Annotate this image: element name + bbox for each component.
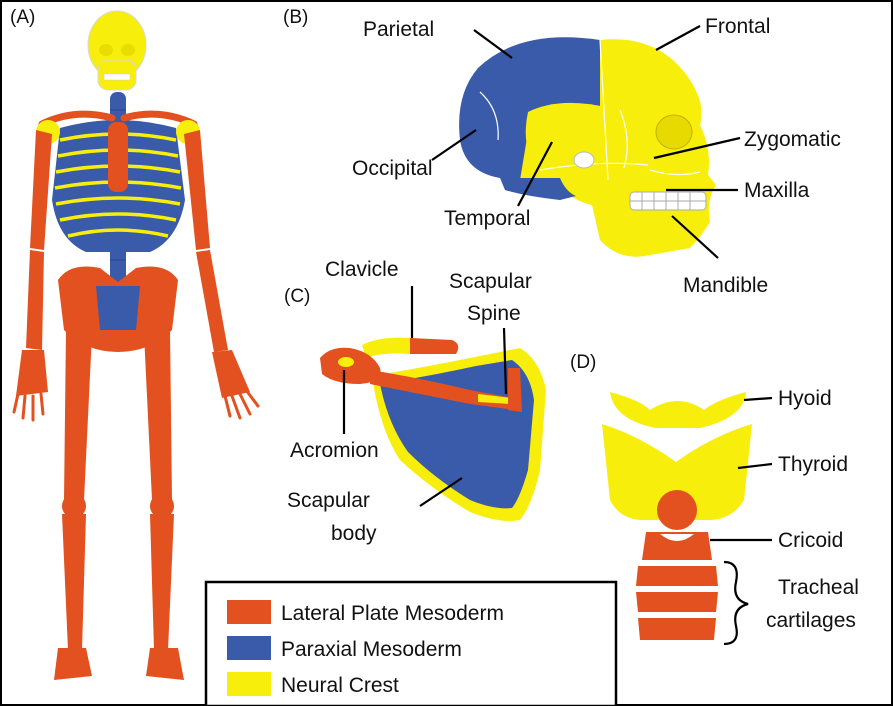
skeleton-sternum bbox=[108, 122, 128, 192]
label-scapular-spine-line1: Scapular bbox=[449, 270, 532, 293]
legend-label-paraxial: Paraxial Mesoderm bbox=[281, 638, 462, 661]
label-temporal: Temporal bbox=[444, 207, 530, 230]
tracheal-rings bbox=[636, 566, 718, 640]
larynx-diagram bbox=[602, 392, 752, 640]
label-tracheal-line1: Tracheal bbox=[778, 576, 859, 599]
legend-swatch-lateral-plate bbox=[227, 600, 271, 624]
skeleton-figure bbox=[14, 11, 258, 680]
panel-label-d: (D) bbox=[570, 352, 596, 373]
panel-label-a: (A) bbox=[10, 7, 35, 28]
legend: Lateral Plate Mesoderm Paraxial Mesoderm… bbox=[206, 582, 616, 706]
legend-swatch-paraxial bbox=[227, 636, 271, 660]
skeleton-legs bbox=[54, 330, 184, 680]
label-occipital: Occipital bbox=[352, 157, 433, 180]
panel-label-c: (C) bbox=[284, 286, 310, 307]
label-hyoid: Hyoid bbox=[778, 387, 832, 410]
legend-label-neural-crest: Neural Crest bbox=[281, 674, 399, 697]
label-thyroid: Thyroid bbox=[778, 453, 848, 476]
label-parietal: Parietal bbox=[363, 18, 434, 41]
label-clavicle: Clavicle bbox=[325, 258, 399, 281]
label-tracheal-line2: cartilages bbox=[766, 609, 856, 632]
legend-label-lateral-plate: Lateral Plate Mesoderm bbox=[281, 602, 504, 625]
label-cricoid: Cricoid bbox=[778, 529, 843, 552]
skeleton-skull bbox=[88, 11, 146, 90]
hyoid-bone bbox=[610, 392, 746, 428]
panel-label-b: (B) bbox=[283, 7, 308, 28]
label-acromion: Acromion bbox=[290, 439, 379, 462]
legend-swatch-neural-crest bbox=[227, 672, 271, 696]
label-scapular-body-line1: Scapular bbox=[287, 489, 370, 512]
skull-temporal-region bbox=[526, 103, 611, 172]
label-scapular-spine-line2: Spine bbox=[467, 302, 521, 325]
label-frontal: Frontal bbox=[705, 15, 770, 38]
label-zygomatic: Zygomatic bbox=[744, 128, 841, 151]
label-scapular-body-line2: body bbox=[331, 522, 377, 545]
label-mandible: Mandible bbox=[683, 274, 768, 297]
label-maxilla: Maxilla bbox=[744, 179, 810, 202]
